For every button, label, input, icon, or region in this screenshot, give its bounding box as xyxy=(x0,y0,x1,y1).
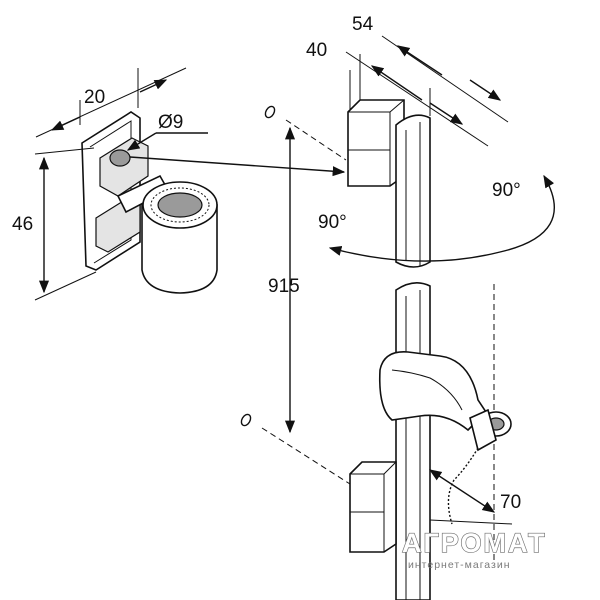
shower-hose xyxy=(447,447,479,525)
watermark-brand: АГРОМАТ xyxy=(402,528,547,558)
dim-depth-40: 40 xyxy=(306,40,327,61)
slide-rail-top xyxy=(395,114,431,268)
bracket-cylinder xyxy=(141,204,218,294)
watermark-tagline: интернет-магазин xyxy=(408,559,511,571)
dim-width-54: 54 xyxy=(352,14,374,35)
rotation-arc xyxy=(328,174,555,262)
rotation-angle-left: 90° xyxy=(318,212,347,233)
mount-leader-line xyxy=(129,156,346,177)
wall-bracket-detail: 20 Ø9 46 xyxy=(12,67,218,301)
screw-symbol-bottom xyxy=(240,413,252,427)
rail-upper: 54 40 90° 90° xyxy=(264,14,555,268)
dim-height-46: 46 xyxy=(12,214,33,235)
screw-symbol-top xyxy=(264,105,276,119)
shower-holder-slider xyxy=(378,351,488,432)
watermark: АГРОМАТ интернет-магазин xyxy=(401,527,547,571)
lower-mount-block xyxy=(349,461,397,553)
dim-length-915: 915 xyxy=(268,276,300,297)
dim-bracket-20: 20 xyxy=(84,87,105,108)
rail-lower: 70 xyxy=(240,282,521,600)
dim-hole-diameter: Ø9 xyxy=(158,112,183,133)
dim-offset-70: 70 xyxy=(500,492,521,513)
mounting-hole xyxy=(109,149,131,167)
rotation-angle-right: 90° xyxy=(492,180,521,201)
